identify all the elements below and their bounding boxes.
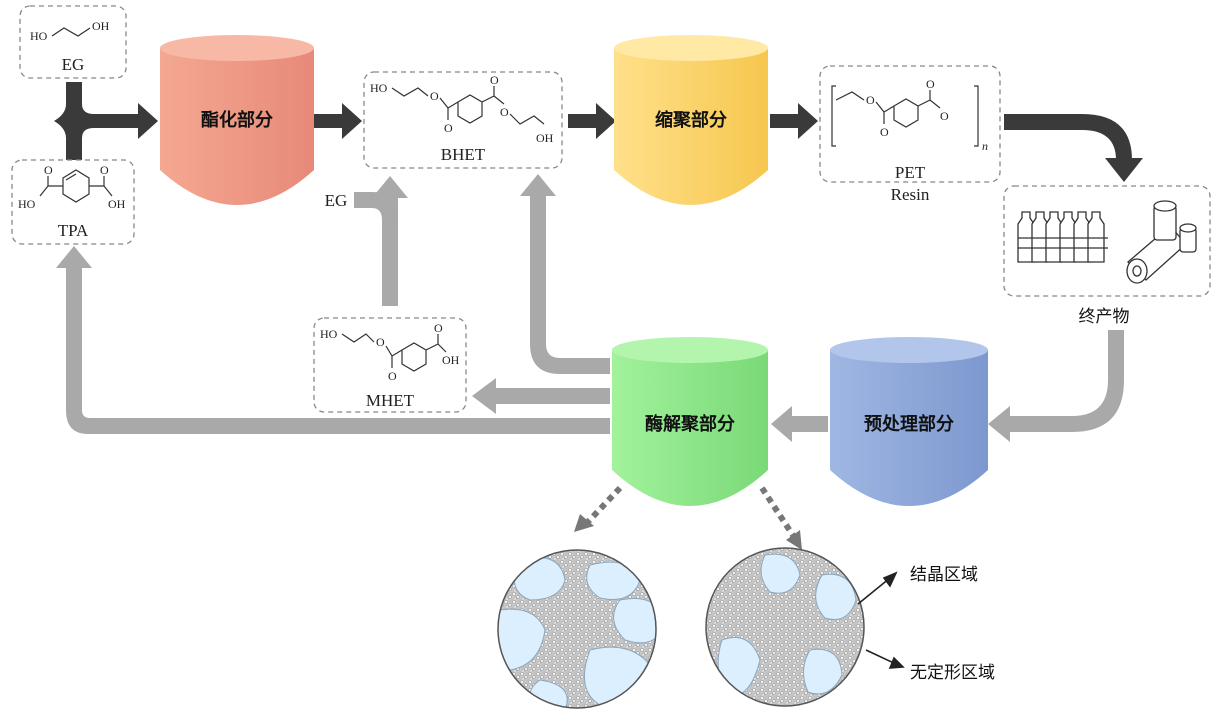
label-eg-feed: EG [325,191,348,210]
end-products: 终产物 [1003,185,1211,327]
annotation-arrows [857,571,905,669]
svg-text:O: O [444,121,453,135]
arrow-eg-feed [354,192,398,226]
svg-text:O: O [44,163,53,177]
svg-text:HO: HO [320,327,338,341]
label-enzymatic: 酶解聚部分 [645,413,735,435]
svg-text:O: O [866,93,875,107]
svg-text:O: O [430,89,439,103]
label-esterification: 酯化部分 [201,109,273,131]
svg-text:O: O [490,73,499,87]
synthesis-arrows [54,82,1143,182]
connector-arrowhead-right [786,530,802,550]
arrow-esterification-to-bhet [314,103,362,139]
molecule-mhet: HO O O O OH MHET [313,317,467,413]
recycle-arrows [56,174,1124,442]
label-tpa: TPA [58,221,89,240]
svg-text:O: O [500,105,509,119]
tank-enzymatic: 酶解聚部分 [612,337,768,506]
label-pet-resin: Resin [891,185,930,204]
label-end-products: 终产物 [1079,307,1130,327]
svg-text:HO: HO [370,81,388,95]
arrow-products-to-pretreatment [988,330,1124,442]
molecule-eg: HO OH EG [19,5,127,79]
label-amorphous-region: 无定形区域 [910,663,995,683]
dotted-connectors [583,485,799,542]
tank-pretreatment: 预处理部分 [830,337,988,506]
morphology-circle-right [705,547,865,707]
bottles-icon [1017,211,1108,263]
label-polycondensation: 缩聚部分 [655,109,727,131]
svg-text:OH: OH [92,19,110,33]
svg-text:OH: OH [536,131,554,145]
svg-text:O: O [376,335,385,349]
svg-text:O: O [388,369,397,383]
svg-text:OH: OH [108,197,126,211]
film-rolls-icon [1126,200,1197,284]
svg-text:O: O [880,125,889,139]
molecule-tpa: O O HO OH TPA [11,159,135,245]
label-eg: EG [62,55,85,74]
svg-text:n: n [982,139,988,153]
molecule-bhet: HO O O O O OH BHET [363,71,563,169]
svg-text:O: O [434,321,443,335]
arrow-polycondensation-to-pet [770,103,818,139]
svg-text:HO: HO [18,197,36,211]
tank-polycondensation: 缩聚部分 [614,35,768,205]
svg-text:OH: OH [442,353,460,367]
tank-esterification: 酯化部分 [160,35,314,205]
label-bhet: BHET [441,145,486,164]
arrow-enzymatic-to-bhet [520,174,610,374]
label-pretreatment: 预处理部分 [864,413,954,435]
arrow-feed-merge [54,82,158,160]
svg-text:O: O [100,163,109,177]
arrow-mhet-to-bhet [372,176,408,306]
label-mhet: MHET [366,391,415,410]
label-pet: PET [895,163,926,182]
molecule-pet: O O O O n PET Resin [819,65,1001,204]
arrow-pretreatment-to-enzymatic [771,406,828,442]
arrow-enzymatic-to-mhet [472,378,610,414]
svg-text:O: O [940,109,949,123]
label-crystalline-region: 结晶区域 [910,565,978,585]
svg-text:O: O [926,77,935,91]
arrow-bhet-to-polycondensation [568,103,616,139]
arrow-pet-to-products [1004,114,1143,182]
morphology-circle-left [497,549,657,709]
svg-text:HO: HO [30,29,48,43]
connector-arrowhead-left [574,514,594,532]
